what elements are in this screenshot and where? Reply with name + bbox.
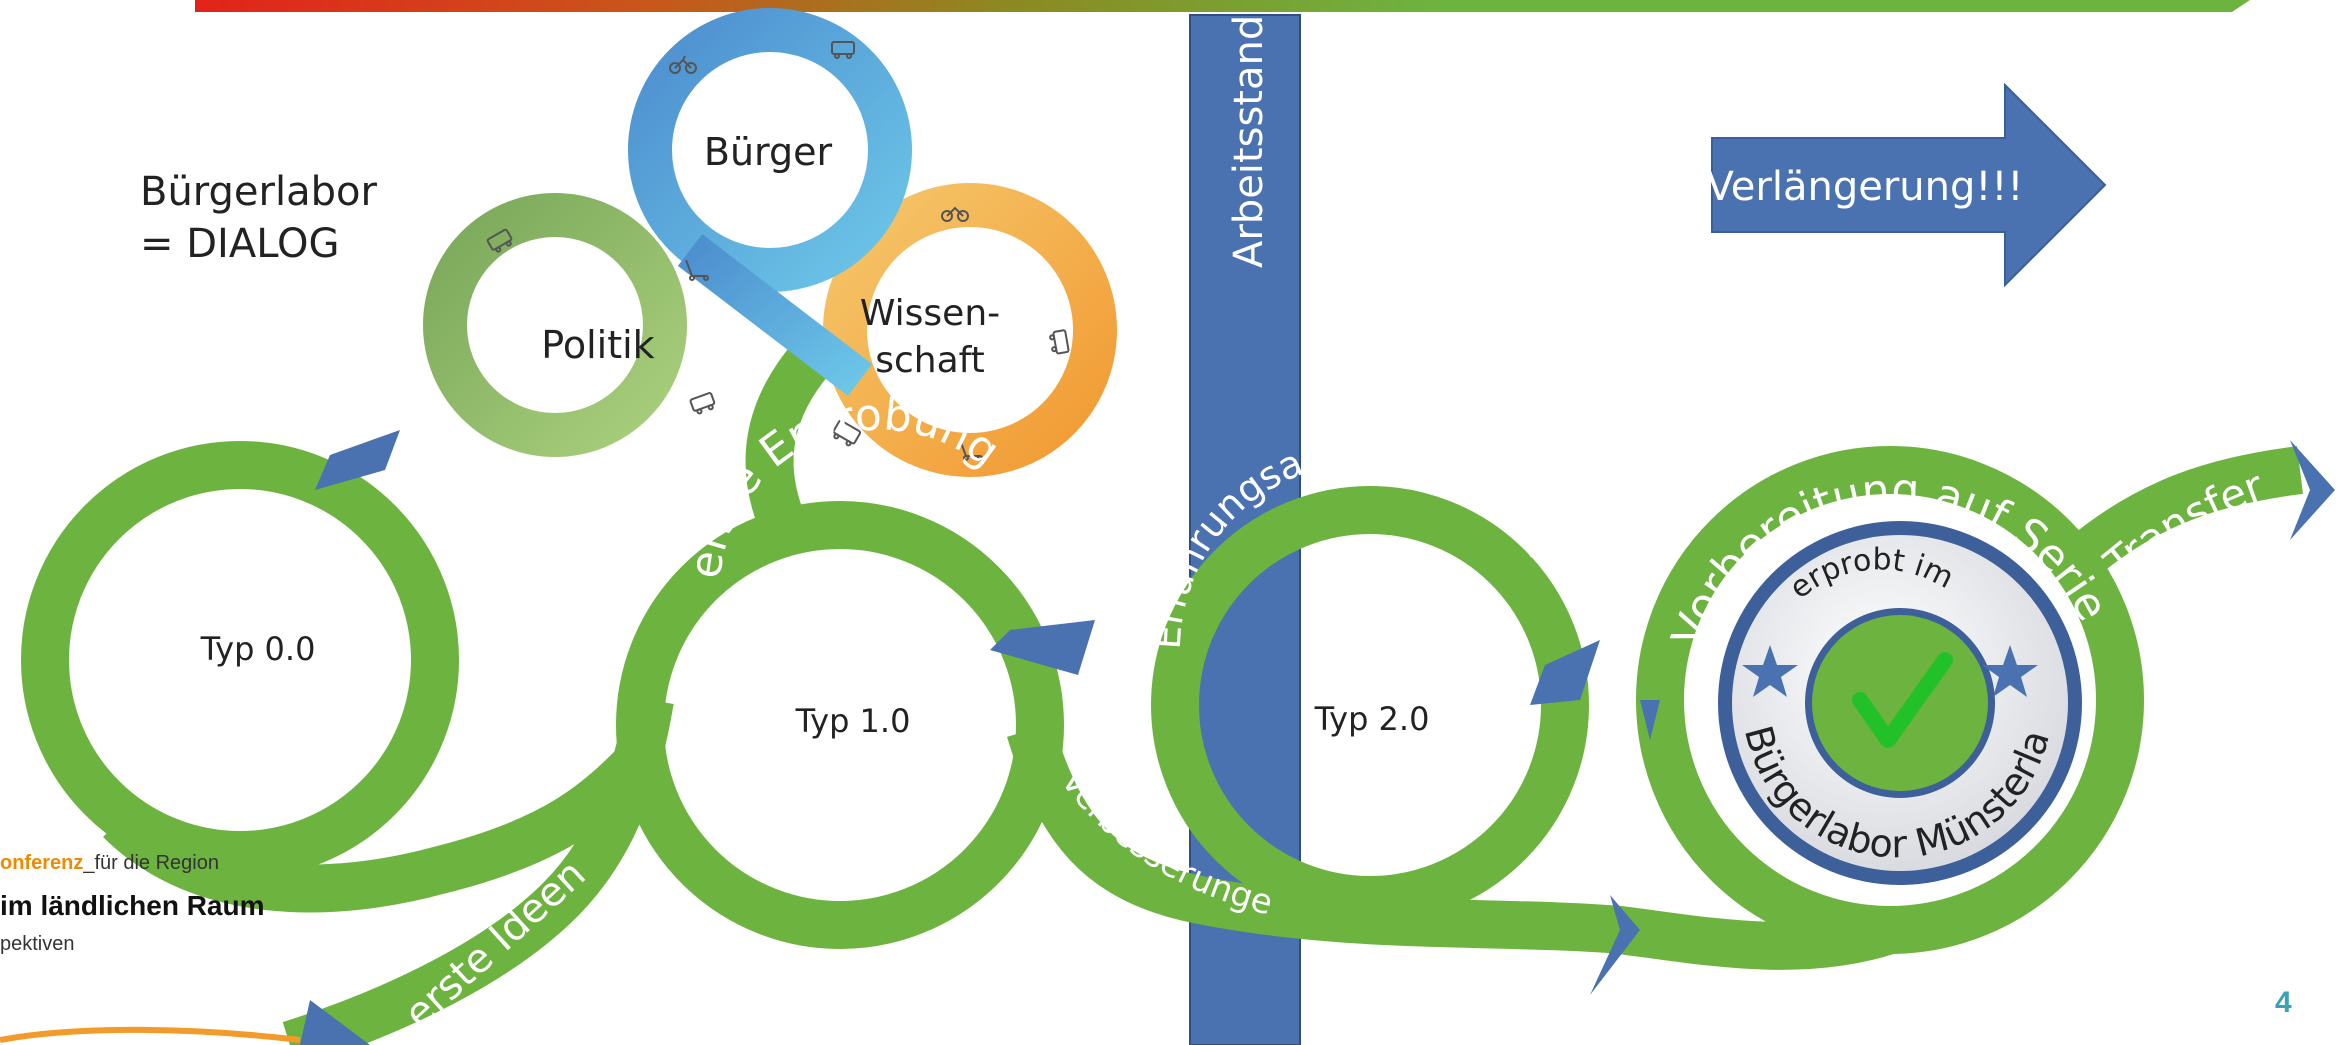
- dialog-heading: = DIALOG: [140, 221, 340, 267]
- buergerlabor-heading: Bürgerlabor: [140, 169, 377, 215]
- bicycle-icon: [669, 55, 697, 74]
- bus-icon: [832, 419, 862, 447]
- verlaengerung-arrow: [1711, 82, 2107, 288]
- loop-label-typ1: Typ 1.0: [795, 702, 911, 740]
- bicycle-icon: [941, 206, 969, 222]
- bus-icon: [831, 41, 855, 59]
- trefoil-label-wissenschaft-2: schaft: [875, 340, 985, 381]
- process-path: [21, 344, 2303, 1045]
- bus-icon: [486, 228, 513, 253]
- arbeitsstand-label: Arbeitsstand: [1226, 15, 1272, 268]
- footer-line-1: onferenz_für die Region: [0, 852, 219, 874]
- bus-icon: [1049, 329, 1070, 355]
- check-icon: [1852, 652, 1953, 748]
- footer-swoosh: [0, 1026, 301, 1043]
- verlaengerung-label: Verlängerung!!!: [1707, 164, 2024, 210]
- scooter-icon: [959, 439, 983, 461]
- trefoil-buerger-ring: [628, 8, 912, 292]
- footer-line-2: im ländlichen Raum: [0, 890, 265, 921]
- trefoil-label-politik: Politik: [541, 323, 654, 367]
- scooter-icon: [685, 259, 709, 281]
- top-progress-bar: [195, 0, 2250, 12]
- path-chevrons: [300, 430, 2335, 1045]
- badge: [1718, 521, 2082, 885]
- trefoil-politik-ring: [423, 193, 687, 457]
- footer-line-3: pektiven: [0, 933, 75, 955]
- bus-icon: [689, 392, 716, 415]
- loop-label-typ2: Typ 2.0: [1314, 700, 1430, 738]
- page-number: 4: [2275, 986, 2292, 1019]
- star-icon: [1982, 645, 2038, 697]
- star-icon: [1742, 645, 1798, 697]
- trefoil-icons: [486, 41, 1070, 461]
- trefoil-label-buerger: Bürger: [704, 130, 833, 174]
- trefoil-label-wissenschaft-1: Wissen-: [860, 293, 1000, 334]
- loop-label-typ0: Typ 0.0: [200, 630, 316, 668]
